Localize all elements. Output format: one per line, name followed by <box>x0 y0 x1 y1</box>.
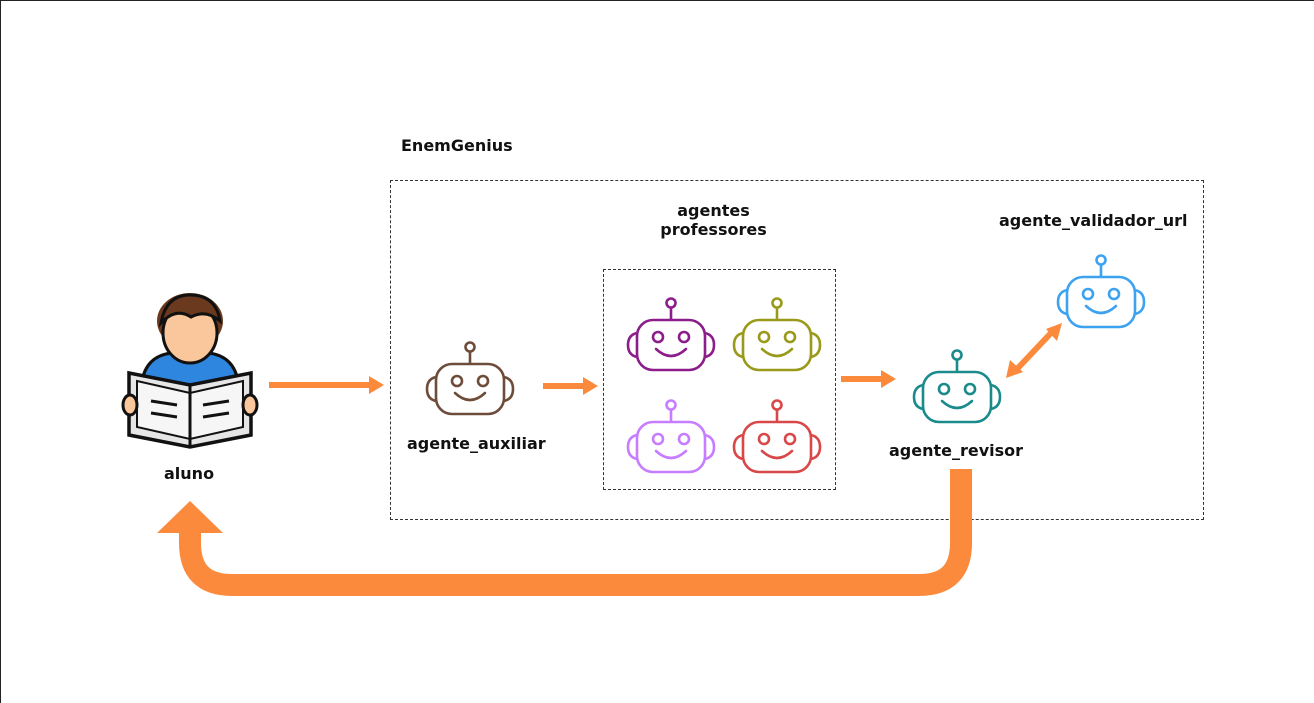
robot-teacher-2-icon <box>732 297 822 372</box>
robot-validator-icon <box>1056 254 1146 329</box>
arrow-reviewer-validator-bidirectional <box>1006 323 1062 378</box>
robot-reviewer-icon <box>912 349 1002 424</box>
system-boundary-box <box>390 180 1204 520</box>
system-title: EnemGenius <box>401 136 513 155</box>
teachers-group-label: agentes professores <box>660 201 767 240</box>
robot-teacher-3-icon <box>626 399 716 474</box>
robot-teacher-1-icon <box>626 297 716 372</box>
teachers-group-box <box>603 269 836 490</box>
arrow-auxiliar-to-teachers <box>543 377 598 395</box>
validator-agent-label: agente_validador_url <box>999 211 1188 230</box>
robot-teacher-4-icon <box>732 399 822 474</box>
arrow-student-to-auxiliar <box>269 376 384 394</box>
arrow-reviewer-to-student-feedback <box>157 469 972 596</box>
robot-auxiliary-icon <box>425 341 515 416</box>
reviewer-agent-label: agente_revisor <box>889 441 1024 460</box>
auxiliary-agent-label: agente_auxiliar <box>407 434 546 453</box>
student-label: aluno <box>164 464 215 483</box>
arrow-teachers-to-reviewer <box>841 370 896 388</box>
